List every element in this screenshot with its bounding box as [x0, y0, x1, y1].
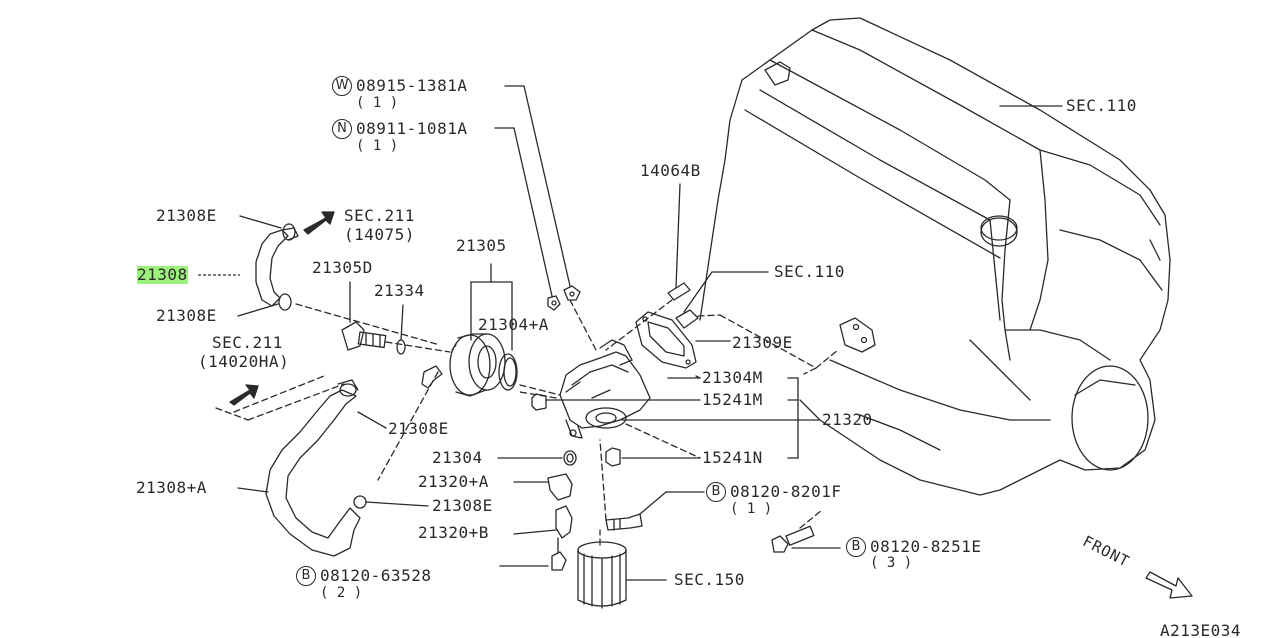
callout-sec150[interactable]: SEC.150	[674, 570, 745, 589]
callout-21308e-mid[interactable]: 21308E	[156, 306, 217, 325]
oil-filter	[578, 530, 666, 608]
callout-08120-8251e-qty: ( 3 )	[870, 555, 913, 571]
callout-21308-highlighted[interactable]: 21308	[137, 265, 188, 284]
callout-b-circle-63528: B	[296, 566, 316, 586]
plug-15241m	[532, 394, 700, 410]
highlight-leader	[198, 272, 240, 278]
oil-cooler-housing	[520, 340, 650, 438]
bracket-21320b	[514, 506, 572, 538]
stud-14064b	[606, 184, 690, 350]
callout-21308e-bottom[interactable]: 21308E	[432, 496, 493, 515]
callout-21334[interactable]: 21334	[374, 281, 425, 300]
nut-n-08911	[495, 128, 596, 350]
callout-08120-8201f-qty: ( 1 )	[730, 501, 773, 517]
oil-cooler-21305	[450, 264, 512, 396]
block-gasket	[816, 318, 875, 368]
plug-15241n	[606, 448, 700, 466]
callout-21320[interactable]: 21320	[822, 410, 873, 429]
callout-21308e-lower[interactable]: 21308E	[388, 419, 449, 438]
callout-15241n[interactable]: 15241N	[702, 448, 763, 467]
callout-w-circle: W	[332, 76, 352, 96]
hose-21308a	[238, 380, 428, 556]
callout-08120-63528[interactable]: 08120-63528	[320, 566, 432, 585]
callout-21320a[interactable]: 21320+A	[418, 472, 489, 491]
callout-sec110-top[interactable]: SEC.110	[1066, 96, 1137, 115]
connector-21320a	[514, 474, 572, 500]
washer-21334	[397, 305, 405, 354]
bolt-08120-8201f	[600, 440, 704, 530]
hose-21308	[238, 216, 298, 316]
callout-08120-8201f[interactable]: 08120-8201F	[730, 482, 842, 501]
nut-w-08915	[505, 86, 580, 300]
callout-08120-63528-qty: ( 2 )	[320, 585, 363, 601]
callout-21308a[interactable]: 21308+A	[136, 478, 207, 497]
bracket-21320-lines	[622, 378, 820, 458]
callout-21320b[interactable]: 21320+B	[418, 523, 489, 542]
bolt-21305d	[342, 282, 450, 352]
callout-08915-1381a[interactable]: 08915-1381A	[356, 76, 468, 95]
callout-21305d[interactable]: 21305D	[312, 258, 373, 277]
callout-sec211-14075[interactable]: SEC.211	[344, 206, 415, 225]
callout-21304m[interactable]: 21304M	[702, 368, 763, 387]
gasket-21309e	[636, 312, 730, 368]
callout-08915-1381a-qty: ( 1 )	[356, 95, 399, 111]
callout-b-circle-8251e: B	[846, 537, 866, 557]
callout-sec211-14075-qty: (14075)	[344, 225, 415, 244]
callout-14064b[interactable]: 14064B	[640, 161, 701, 180]
callout-sec110-mid[interactable]: SEC.110	[774, 262, 845, 281]
fitting-elbow	[422, 366, 442, 388]
callout-21309e[interactable]: 21309E	[732, 333, 793, 352]
callout-08120-8251e[interactable]: 08120-8251E	[870, 537, 982, 556]
fitting-sec110	[676, 272, 816, 374]
callout-sec211-14020ha-qty: (14020HA)	[198, 352, 290, 371]
callout-08911-1081a[interactable]: 08911-1081A	[356, 119, 468, 138]
engine-block	[700, 18, 1170, 495]
callout-21304a[interactable]: 21304+A	[478, 315, 549, 334]
callout-sec211-14020ha[interactable]: SEC.211	[212, 333, 283, 352]
flow-arrows	[230, 212, 334, 405]
callout-15241m[interactable]: 15241M	[702, 390, 763, 409]
diagram-code: A213E034	[1160, 621, 1242, 638]
callout-21305[interactable]: 21305	[456, 236, 507, 255]
callout-08911-1081a-qty: ( 1 )	[356, 138, 399, 154]
callout-n-circle: N	[332, 119, 352, 139]
callout-21308e-top[interactable]: 21308E	[156, 206, 217, 225]
callout-b-circle-8201f: B	[706, 482, 726, 502]
front-arrow-icon	[1146, 572, 1192, 598]
callout-21304[interactable]: 21304	[432, 448, 483, 467]
bolt-08120-63528	[500, 538, 566, 570]
o-ring-21304a	[499, 354, 517, 390]
o-ring-21304	[498, 451, 576, 465]
bolt-08120-8251e	[772, 510, 840, 552]
